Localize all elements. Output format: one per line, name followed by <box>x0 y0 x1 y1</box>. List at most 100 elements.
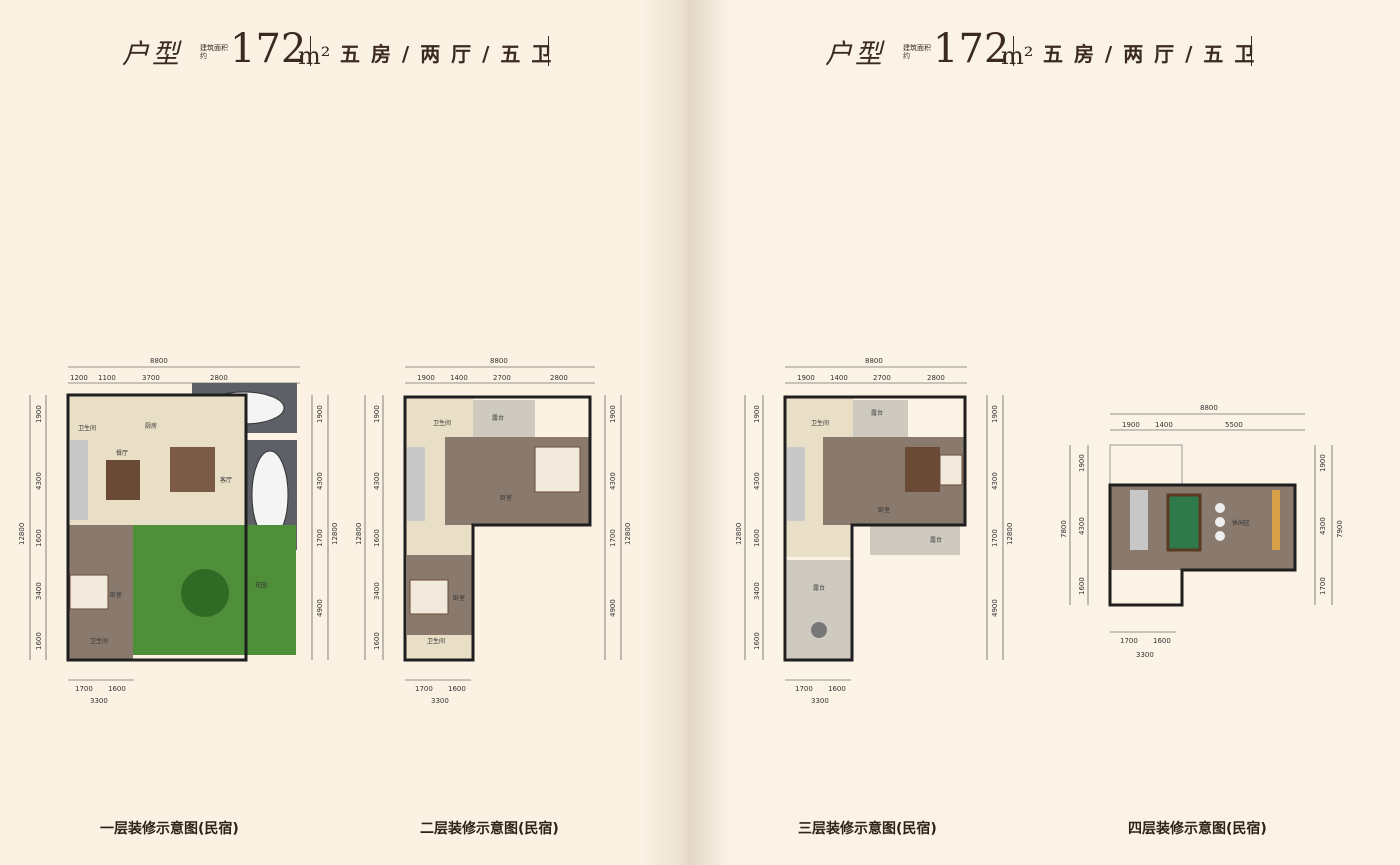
dining-table-icon <box>106 460 140 500</box>
dim-right: 1700 <box>1319 577 1327 595</box>
title-separator <box>548 36 549 66</box>
dim-top: 1900 <box>417 374 435 382</box>
staircase <box>70 440 88 520</box>
dim-left: 1600 <box>373 529 381 547</box>
staircase <box>1130 490 1148 550</box>
title-separator <box>1013 36 1014 66</box>
area-value: 172 <box>933 26 1010 72</box>
area-unit: m² <box>298 42 331 70</box>
floor-plan-2-drawing: 8800 1900 1400 2700 2800 12800 1900 4300… <box>355 357 632 705</box>
dim-right-total: 12800 <box>624 523 632 545</box>
dim-left: 1600 <box>753 632 761 650</box>
room-label: 露台 <box>492 414 504 422</box>
staircase <box>787 447 805 521</box>
dim-top-total: 8800 <box>150 357 168 365</box>
floor-plan-4: 8800 1900 1400 5500 7800 1900 4300 1600 … <box>1060 400 1360 670</box>
floor-plan-3-drawing: 8800 1900 1400 2700 2800 12800 1900 4300… <box>735 357 1014 705</box>
room-label: 餐厅 <box>116 449 128 457</box>
dim-bottom: 1700 <box>75 685 93 693</box>
dim-left: 1600 <box>373 632 381 650</box>
room-label: 露台 <box>930 536 942 544</box>
room-label: 卫生间 <box>427 637 445 645</box>
brand-title: 户型 <box>825 39 885 70</box>
bed-icon <box>409 579 449 615</box>
room-label: 客厅 <box>220 476 232 484</box>
bed-icon <box>69 574 109 610</box>
room-label: 露台 <box>871 409 883 417</box>
dim-bottom-total: 3300 <box>811 697 829 705</box>
room-label: 卧室 <box>110 591 122 599</box>
dim-right: 4900 <box>316 599 324 617</box>
terrace-area <box>473 400 535 440</box>
terrace-area <box>870 525 960 555</box>
dim-left-total: 12800 <box>735 523 743 545</box>
sofa-set-icon <box>170 447 215 492</box>
dim-right-total: 7900 <box>1336 520 1344 538</box>
area-unit: m² <box>1001 42 1034 70</box>
dim-left: 1900 <box>373 405 381 423</box>
dimension-lines: 8800 1200 1100 3700 2800 12800 1900 4300… <box>18 357 339 705</box>
dim-bottom: 1600 <box>828 685 846 693</box>
stool-icon <box>1215 503 1225 513</box>
bed-icon <box>534 446 581 493</box>
dim-top-total: 8800 <box>490 357 508 365</box>
dimension-lines: 8800 1900 1400 5500 7800 1900 4300 1600 … <box>1060 404 1344 659</box>
dim-right: 1700 <box>991 529 999 547</box>
area-label: 建筑面积约 <box>200 44 228 60</box>
dim-left: 4300 <box>753 472 761 490</box>
stool-icon <box>1215 531 1225 541</box>
dim-right: 4300 <box>991 472 999 490</box>
round-table-icon <box>811 622 827 638</box>
plan-caption-1: 一层装修示意图(民宿) <box>100 821 239 837</box>
dim-left-total: 12800 <box>18 523 26 545</box>
dim-left: 1900 <box>1078 454 1086 472</box>
dim-left: 1600 <box>35 529 43 547</box>
title-bar-left: 户型 建筑面积约 172 m² 五 房 / 两 厅 / 五 卫 <box>122 26 562 74</box>
room-label: 卧室 <box>878 506 890 514</box>
dim-left: 4300 <box>373 472 381 490</box>
dim-top-total: 8800 <box>865 357 883 365</box>
dim-right: 1900 <box>609 405 617 423</box>
room-label: 休闲区 <box>1232 519 1250 527</box>
floor-plan-3: 8800 1900 1400 2700 2800 12800 1900 4300… <box>735 355 1035 705</box>
dim-bottom: 1600 <box>448 685 466 693</box>
terrace-area <box>787 560 852 660</box>
dim-left: 1900 <box>753 405 761 423</box>
dim-bottom: 1700 <box>1120 637 1138 645</box>
dim-top: 1400 <box>450 374 468 382</box>
area-value: 172 <box>230 26 307 72</box>
dim-top: 2800 <box>210 374 228 382</box>
dim-bottom: 1700 <box>415 685 433 693</box>
palm-tree-icon <box>181 569 229 617</box>
room-label: 露台 <box>813 584 825 592</box>
staircase <box>407 447 425 521</box>
wall-outline <box>403 395 592 662</box>
dim-right: 4900 <box>991 599 999 617</box>
dim-top: 1900 <box>1122 421 1140 429</box>
dim-top: 2700 <box>493 374 511 382</box>
dim-bottom: 1600 <box>1153 637 1171 645</box>
room-summary: 五 房 / 两 厅 / 五 卫 <box>340 42 554 66</box>
dim-top-total: 8800 <box>1200 404 1218 412</box>
pool-table-icon <box>1166 493 1202 552</box>
floor-plan-1: 8800 1200 1100 3700 2800 12800 1900 4300… <box>10 355 340 705</box>
terrace-area <box>853 400 908 440</box>
dim-right: 1900 <box>316 405 324 423</box>
dim-right: 1700 <box>609 529 617 547</box>
plan-caption-3: 三层装修示意图(民宿) <box>798 821 937 837</box>
floor-plan-4-drawing: 8800 1900 1400 5500 7800 1900 4300 1600 … <box>1060 404 1344 659</box>
dimension-lines: 8800 1900 1400 2700 2800 12800 1900 4300… <box>735 357 1014 705</box>
dim-right-total: 12800 <box>1006 523 1014 545</box>
dim-top: 1400 <box>830 374 848 382</box>
dimension-lines: 8800 1900 1400 2700 2800 12800 1900 4300… <box>355 357 632 705</box>
dim-top: 1100 <box>98 374 116 382</box>
title-separator <box>310 36 311 66</box>
dim-bottom: 1700 <box>795 685 813 693</box>
room-label: 卧室 <box>500 494 512 502</box>
dim-top: 2700 <box>873 374 891 382</box>
stool-icon <box>1215 517 1225 527</box>
dim-bottom: 1600 <box>108 685 126 693</box>
dim-bottom-total: 3300 <box>431 697 449 705</box>
dim-right: 4300 <box>316 472 324 490</box>
dim-left: 1600 <box>753 529 761 547</box>
